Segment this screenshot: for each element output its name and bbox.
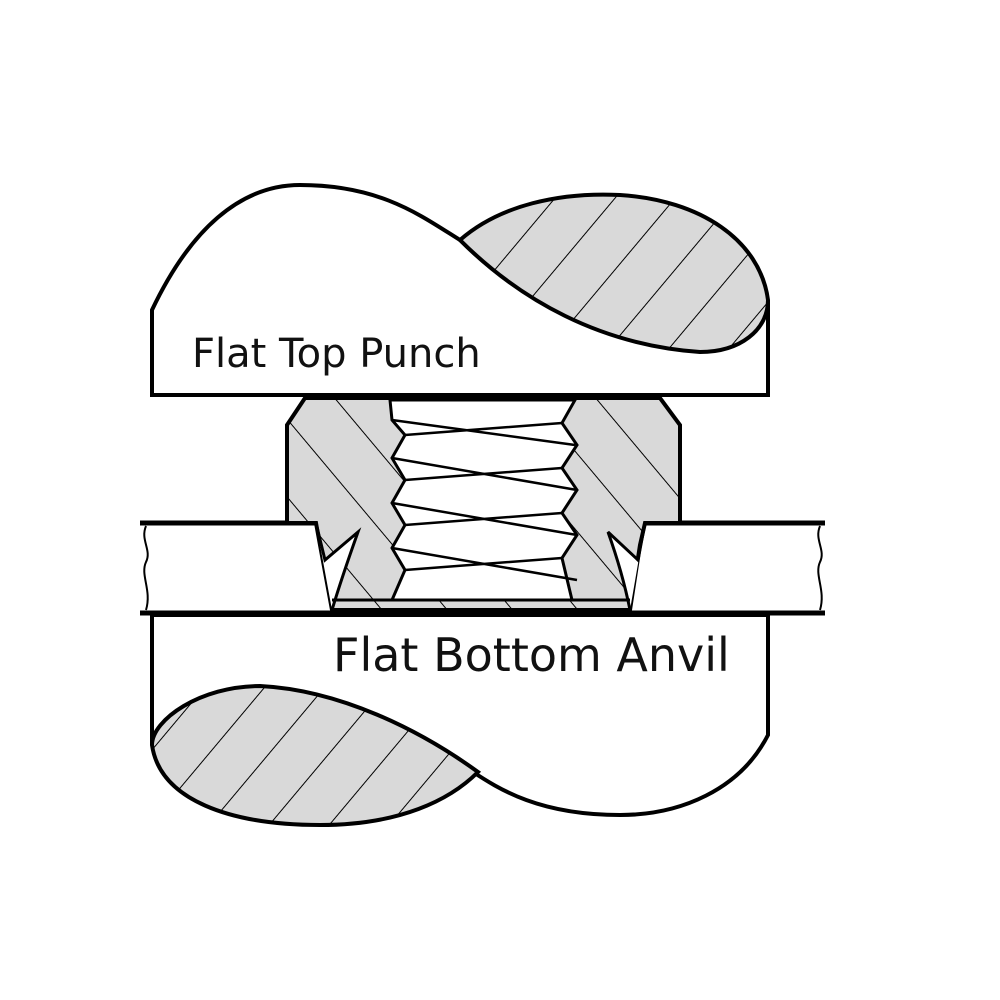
anvil-label: Flat Bottom Anvil xyxy=(333,628,730,682)
punch-label: Flat Top Punch xyxy=(192,331,481,377)
flat-top-punch xyxy=(150,182,771,397)
anvil-section-hatch xyxy=(149,683,482,828)
self-clinching-nut xyxy=(285,396,682,612)
thread-lines xyxy=(391,418,578,582)
flat-bottom-anvil xyxy=(149,613,770,828)
punch-section-hatch xyxy=(457,192,771,355)
